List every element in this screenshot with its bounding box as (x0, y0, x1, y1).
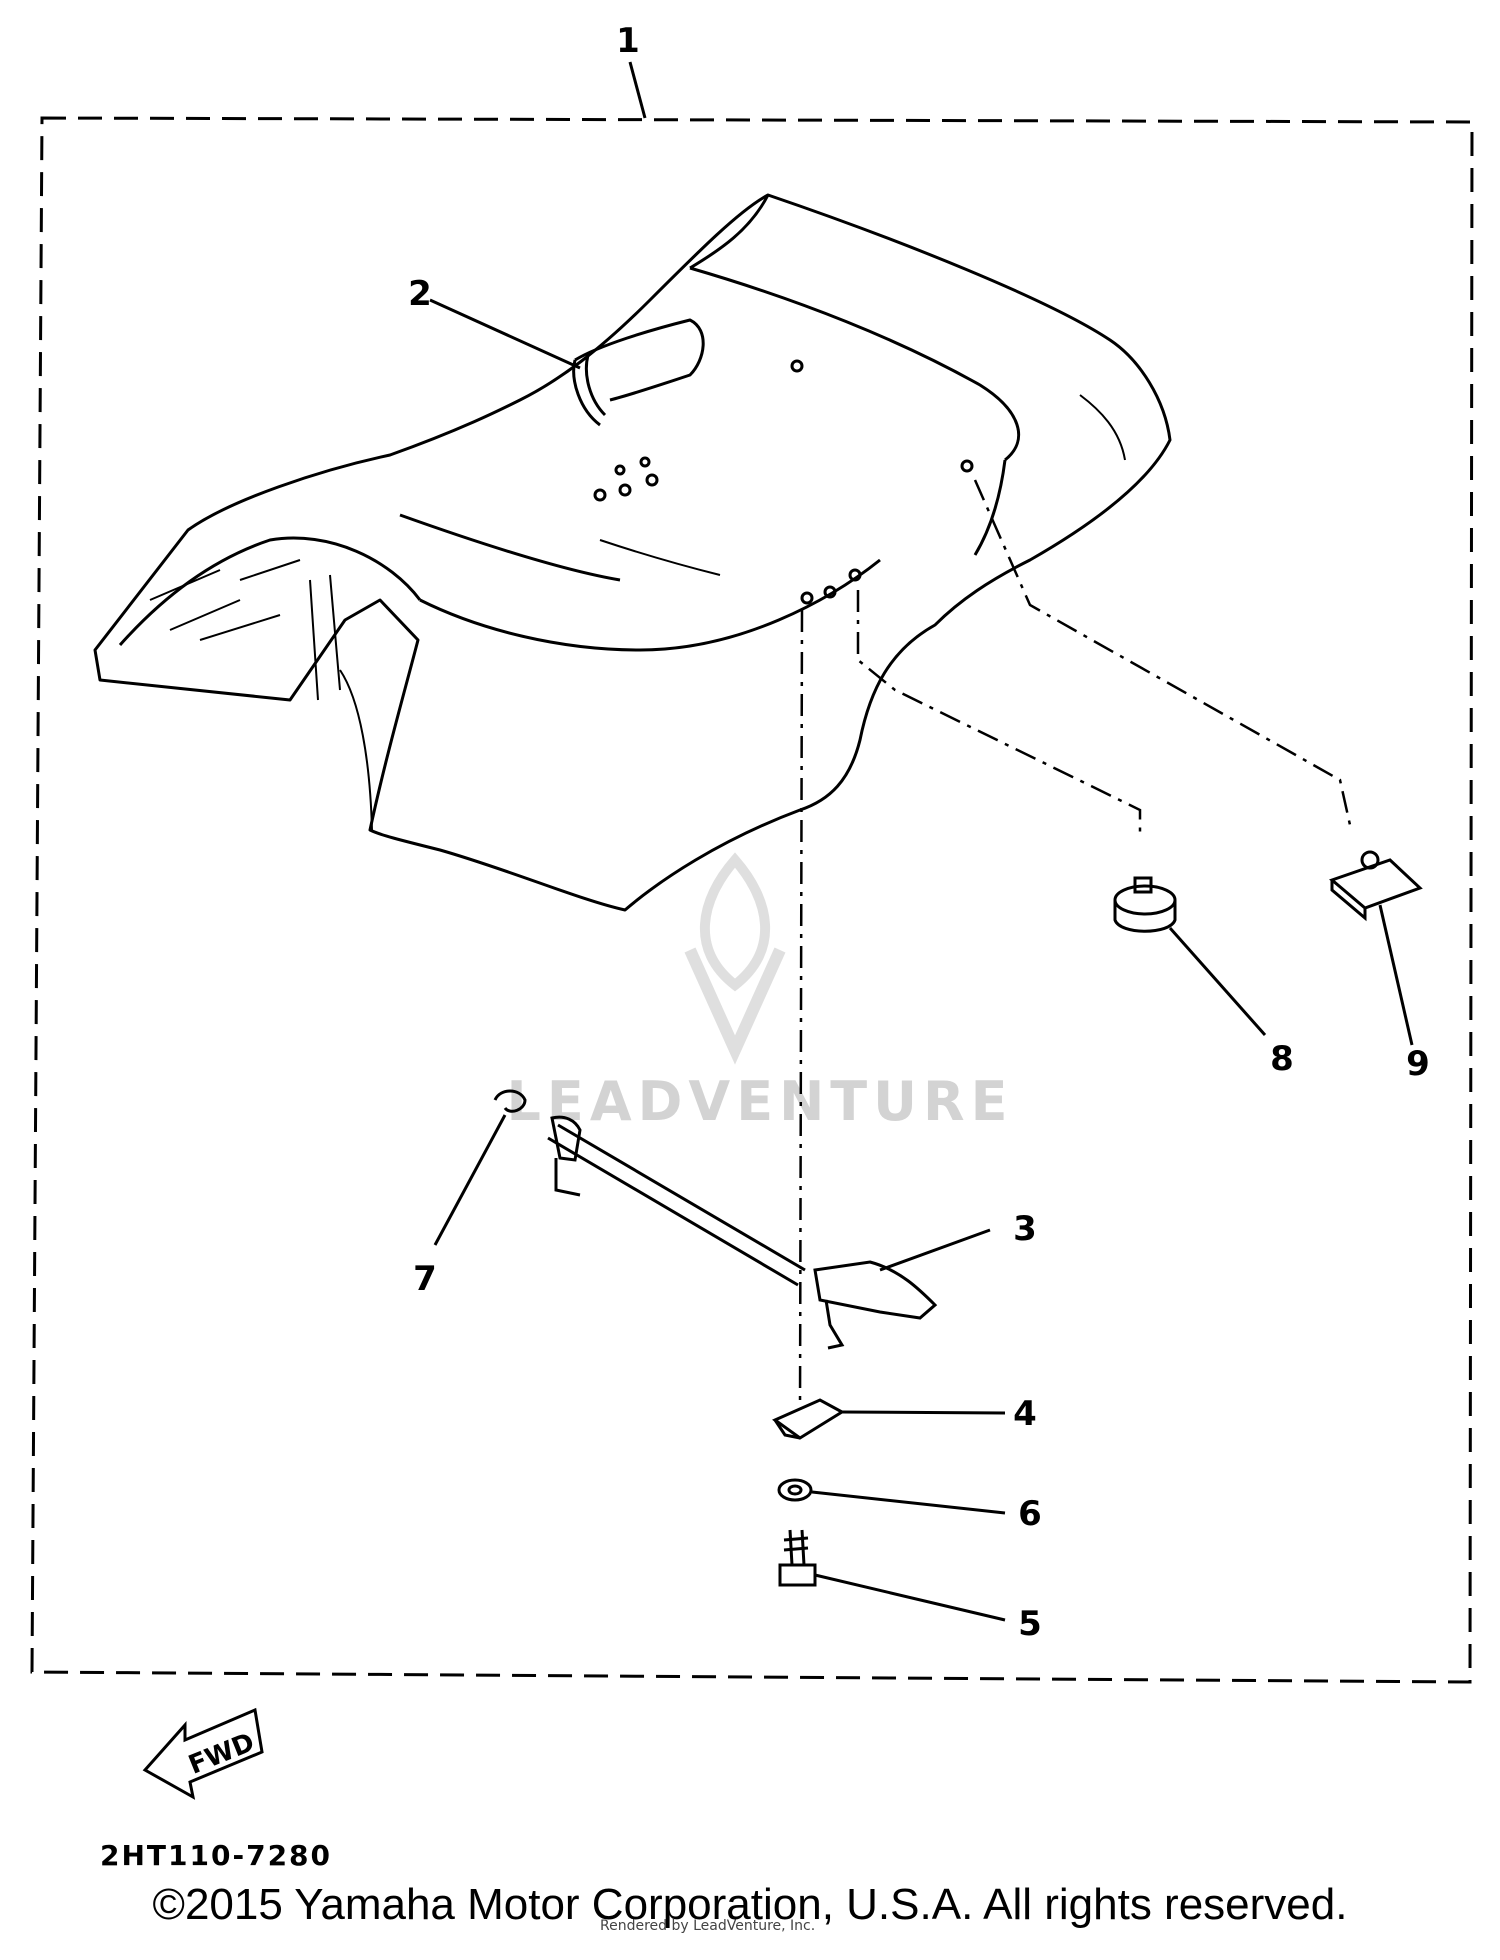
bracket-part-4 (772, 1398, 845, 1440)
washer-part-6 (777, 1478, 813, 1502)
callout-8-leader (1168, 927, 1267, 1036)
seat-drawing (93, 193, 1172, 912)
callout-9-leader (1378, 904, 1414, 1046)
clip-part-7 (493, 1089, 527, 1113)
watermark-brand: LEADVENTURE (507, 1070, 1014, 1133)
bolt-part-5 (778, 1529, 817, 1587)
callout-6-leader (811, 1490, 1006, 1515)
assembly-lines (798, 479, 1352, 1411)
drawing-number: 2HT110-7280 (100, 1839, 332, 1872)
callout-8: 8 (1270, 1039, 1294, 1079)
lock-lever-part-3 (547, 1115, 938, 1350)
leadventure-watermark: LEADVENTURE (507, 852, 1014, 1133)
callout-4-leader (841, 1410, 1006, 1415)
damper-part-8 (1113, 876, 1177, 933)
callout-2-leader (429, 298, 581, 370)
copyright-notice: ©2015 Yamaha Motor Corporation, U.S.A. A… (152, 1880, 1348, 1929)
callout-3: 3 (1013, 1209, 1037, 1249)
callout-9: 9 (1406, 1044, 1430, 1084)
callout-1: 1 (616, 21, 640, 61)
callout-7: 7 (413, 1259, 437, 1299)
callout-5: 5 (1018, 1604, 1042, 1644)
assembly-frame (30, 116, 1474, 1684)
fwd-arrow-icon: FWD (142, 1707, 264, 1800)
callout-6: 6 (1018, 1494, 1042, 1534)
nut-part-9 (1329, 850, 1423, 922)
render-credit: Rendered by LeadVenture, Inc. (600, 1918, 816, 1934)
callout-4: 4 (1013, 1394, 1037, 1434)
callout-1-leader (628, 61, 647, 119)
callout-3-leader (879, 1228, 991, 1272)
callout-5-leader (814, 1573, 1006, 1622)
callout-7-leader (433, 1114, 507, 1246)
callout-2: 2 (408, 274, 432, 314)
